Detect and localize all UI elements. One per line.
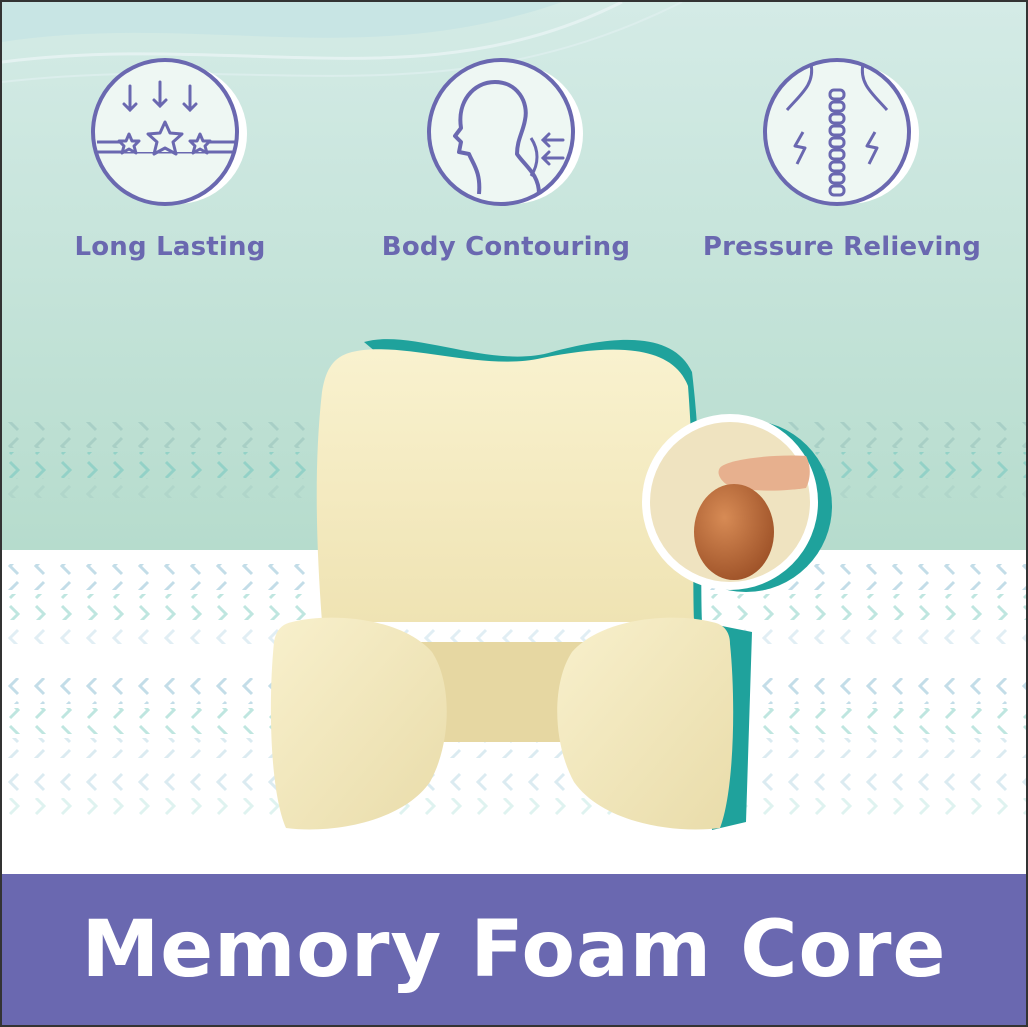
stars-pressing-down-icon — [91, 58, 247, 206]
banner-title: Memory Foam Core — [81, 904, 947, 995]
pillow-right-arm — [557, 617, 734, 830]
feature-body-contouring: Body Contouring — [346, 54, 666, 262]
egg-foam-demo-inset — [642, 414, 832, 592]
egg-shape — [694, 484, 774, 580]
pillow-seat — [402, 642, 592, 742]
feature-label: Body Contouring — [381, 232, 631, 262]
pillow-backrest — [316, 349, 694, 622]
pillow-left-arm — [270, 617, 447, 830]
head-profile-contour-icon — [427, 58, 583, 206]
feature-label: Long Lasting — [74, 232, 266, 262]
feature-label: Pressure Relieving — [702, 232, 982, 262]
feature-long-lasting: Long Lasting — [10, 54, 330, 262]
spine-back-relief-icon — [763, 58, 919, 206]
feature-pressure-relieving: Pressure Relieving — [682, 54, 1002, 262]
finger-shape — [718, 455, 810, 491]
bottom-banner: Memory Foam Core — [2, 874, 1026, 1025]
